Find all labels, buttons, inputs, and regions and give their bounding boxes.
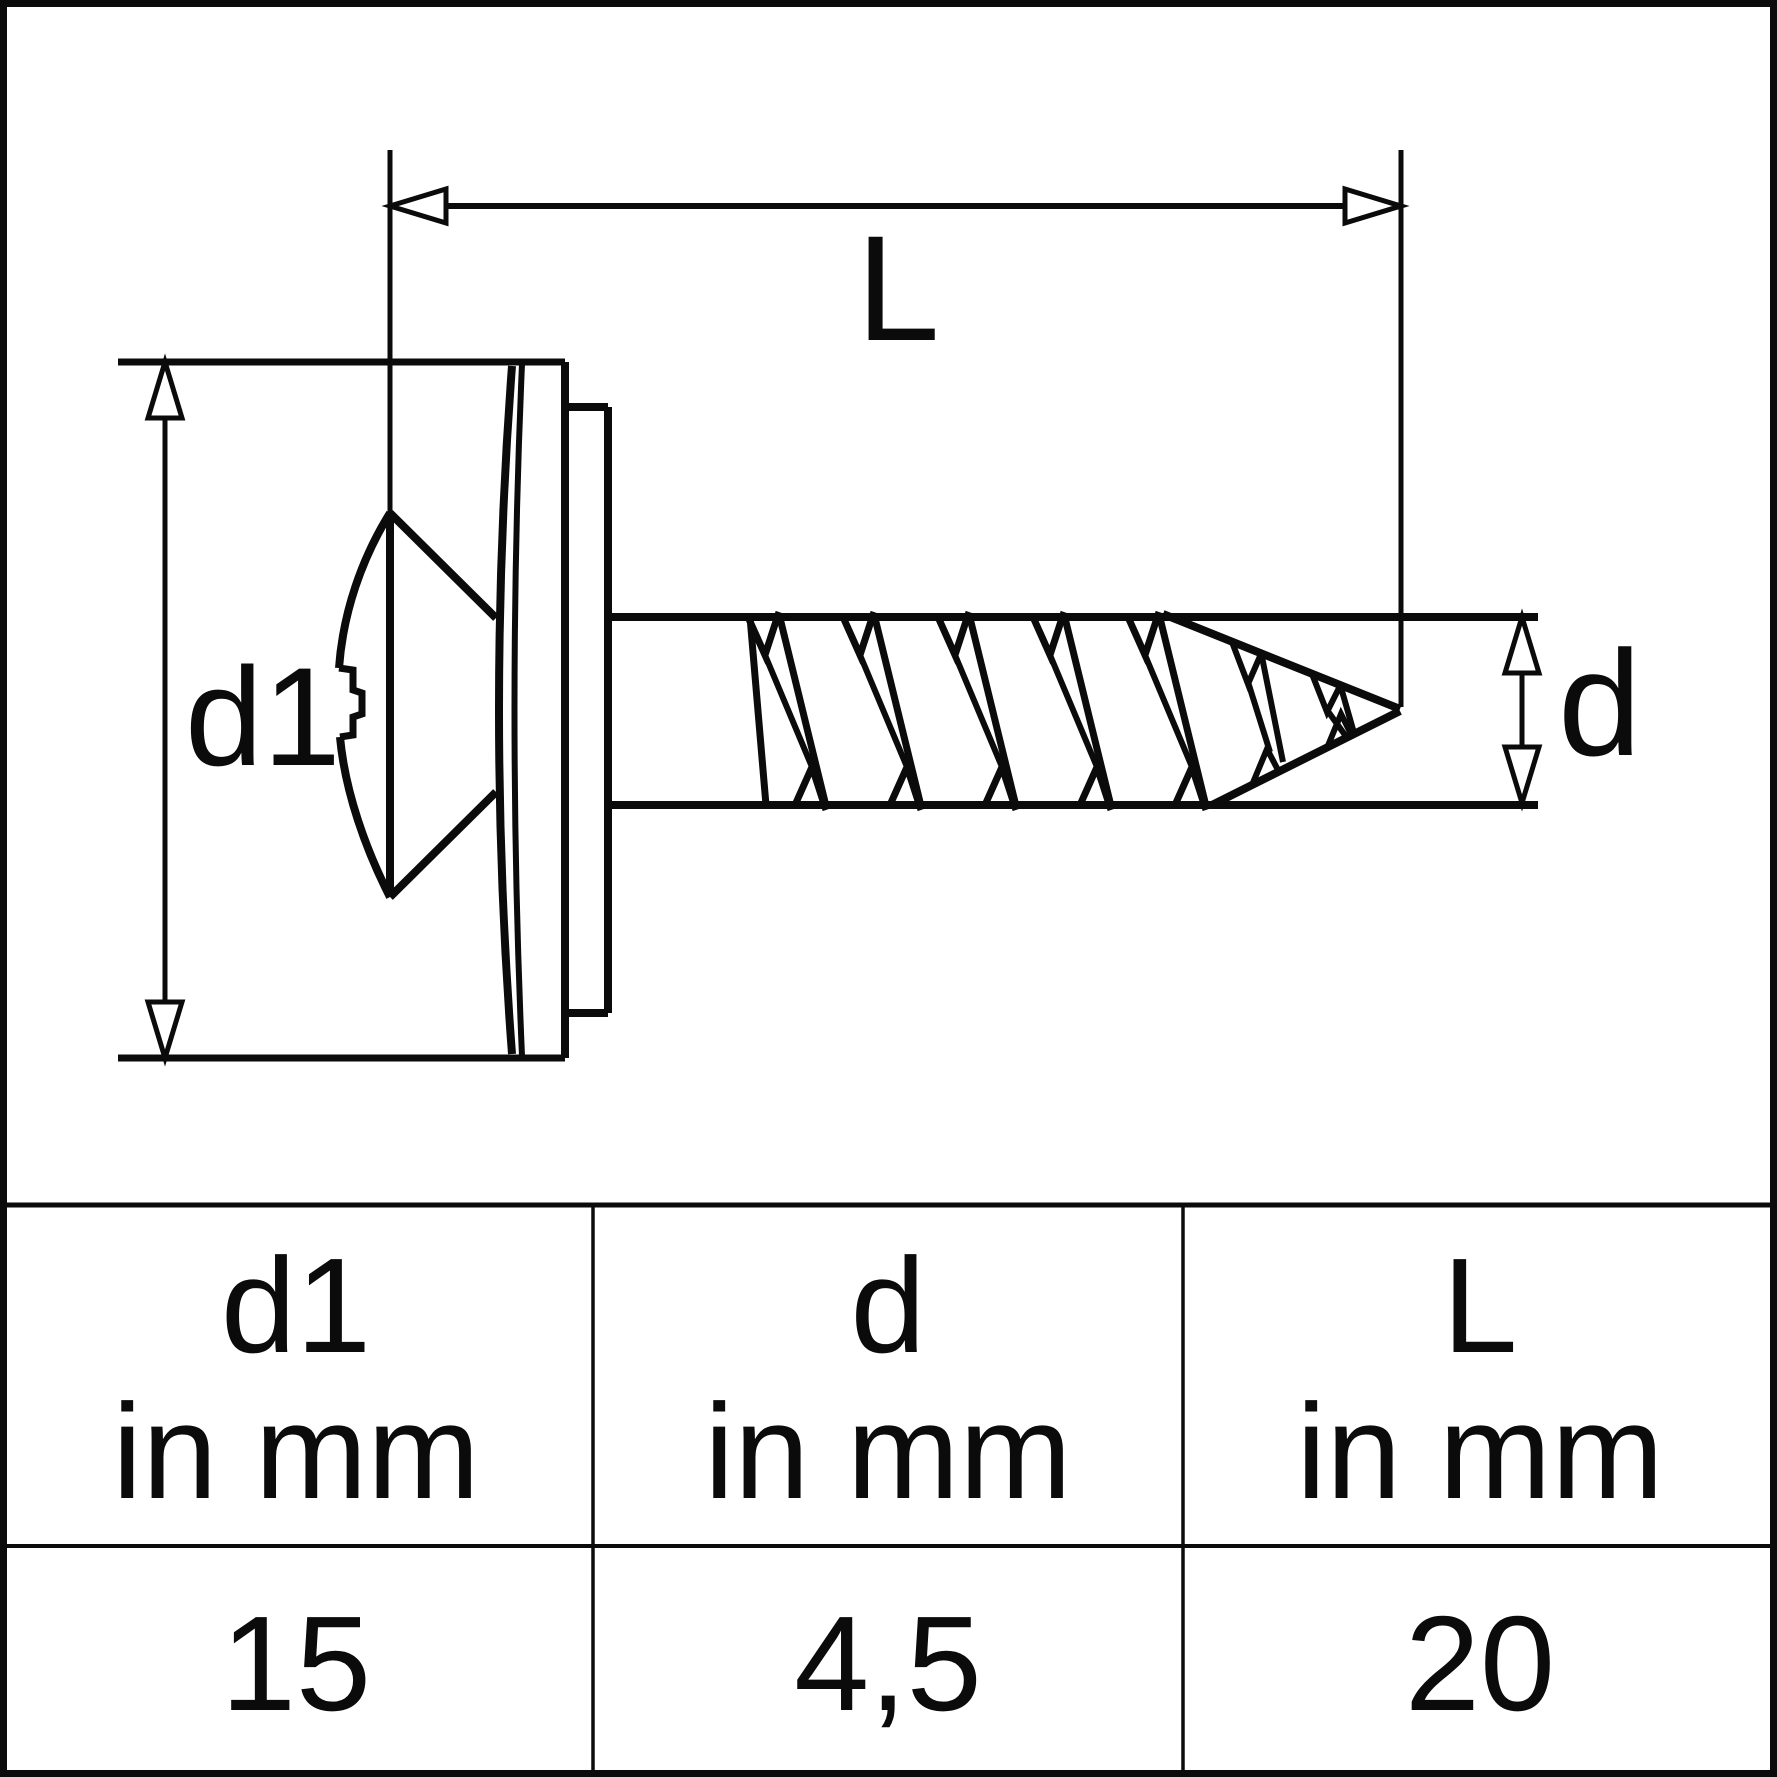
screw-shank-and-thread [610,610,1538,812]
spec-table: d1 in mm d in mm L in mm 15 4,5 20 [0,1202,1777,1777]
header-symbol-d: d [850,1230,925,1381]
header-symbol-L: L [1442,1230,1517,1381]
screw-tip [1161,610,1402,809]
tip-cone-upper [1161,610,1402,713]
table-header-row: d1 in mm d in mm L in mm [112,1230,1664,1527]
tip-cone-lower [1210,707,1402,809]
l-arrowhead-right [1342,185,1410,227]
d-arrowhead-bottom [1501,744,1543,812]
d1-arrowhead-top [144,353,186,421]
d-arrowhead-top [1501,608,1543,676]
d1-arrowhead-bottom [144,999,186,1067]
header-unit-L: in mm [1296,1376,1664,1527]
value-L: 20 [1405,1588,1555,1739]
screw-head [335,510,499,900]
dimension-d: d [1501,608,1641,812]
head-cone-upper [387,510,499,621]
head-dome-arc-lower [336,736,394,899]
d-dimension-label: d [1558,619,1641,787]
header-unit-d1: in mm [112,1376,480,1527]
value-d1: 15 [221,1588,371,1739]
head-dome-arc-upper [335,510,394,669]
header-unit-d: in mm [704,1376,1072,1527]
table-value-row: 15 4,5 20 [221,1588,1555,1739]
thread-helix-lines [762,613,1210,807]
dimension-d1: d1 [118,353,565,1067]
thread-start-slant [746,616,770,806]
head-drive-slot-notch [338,664,366,741]
washer-inner-arc [511,363,525,1057]
head-cone-lower [387,789,499,900]
washer-front-bulge-arc [495,365,516,1055]
value-d: 4,5 [794,1588,982,1739]
header-symbol-d1: d1 [221,1230,371,1381]
dimension-L: L [381,150,1410,707]
d1-dimension-label: d1 [185,638,341,795]
l-arrowhead-left [381,185,449,227]
l-dimension-label: L [856,204,939,372]
sealing-washer [495,362,612,1058]
